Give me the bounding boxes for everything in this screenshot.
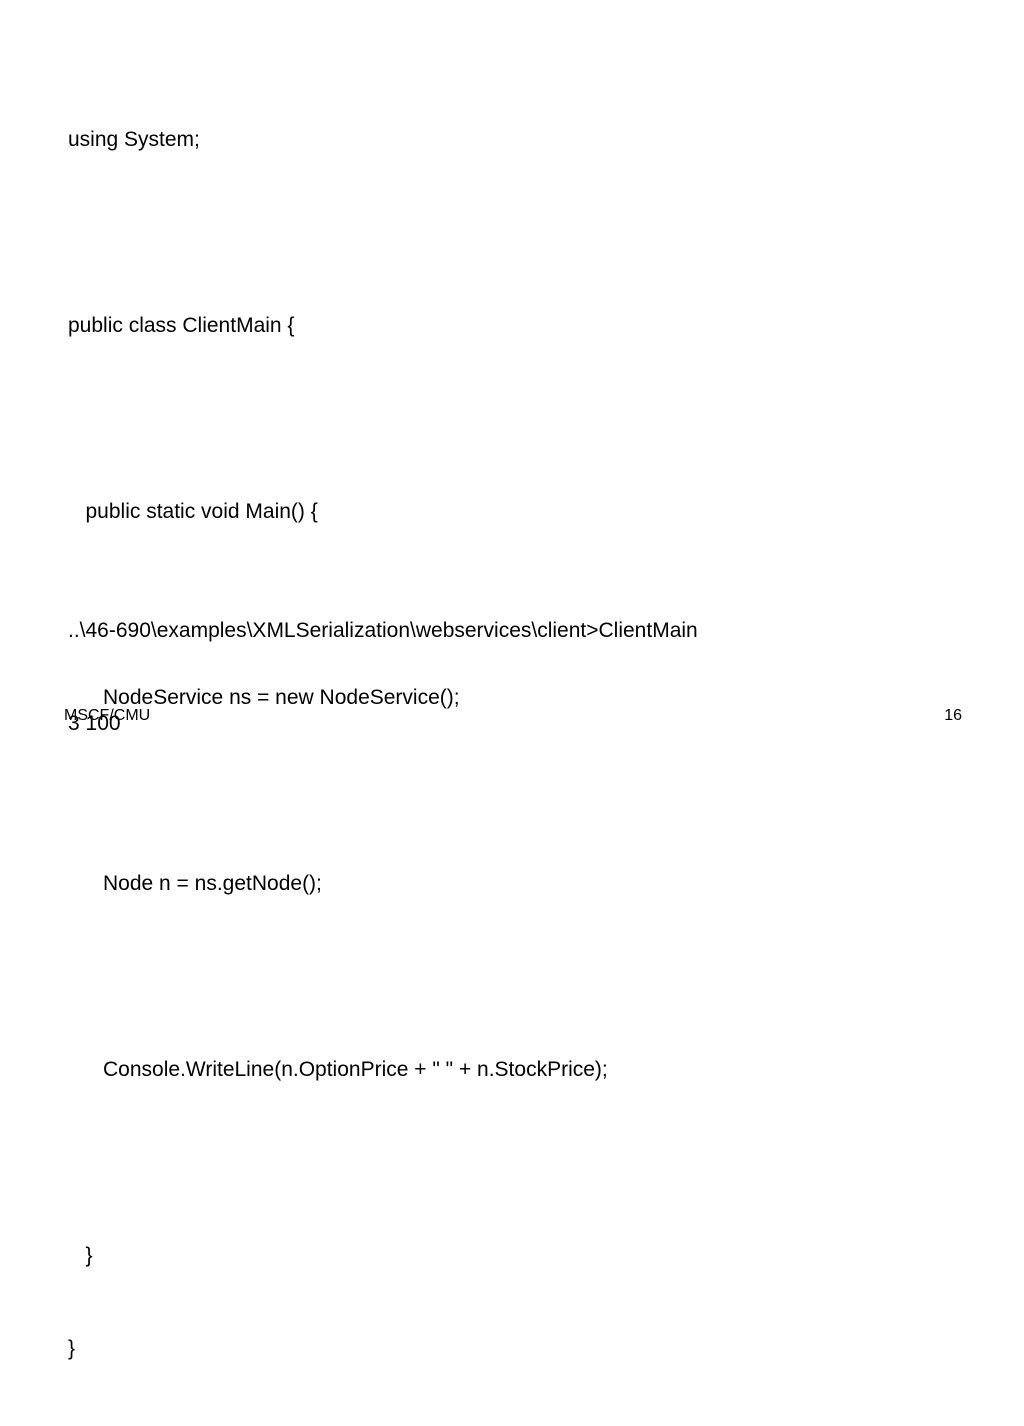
console-output: ..\46-690\examples\XMLSerialization\webs… (68, 553, 698, 801)
console-command-line: ..\46-690\examples\XMLSerialization\webs… (68, 619, 698, 642)
console-result-line: 3 100 (68, 712, 121, 735)
code-line: Node n = ns.getNode(); (68, 872, 322, 895)
code-line (68, 403, 608, 434)
code-line: using System; (68, 128, 200, 151)
footer-label: MSCF/CMU (64, 707, 151, 724)
code-line (68, 961, 608, 992)
code-line (68, 1147, 608, 1178)
code-line: Console.WriteLine(n.OptionPrice + " " + … (68, 1058, 608, 1081)
code-line: } (68, 1244, 93, 1267)
slide-number: 16 (944, 707, 962, 724)
code-line: public static void Main() { (68, 500, 318, 523)
code-line (68, 217, 608, 248)
code-line: } (68, 1337, 76, 1360)
slide: using System; public class ClientMain { … (64, 128, 962, 1360)
code-line: public class ClientMain { (68, 314, 295, 337)
code-line: NodeService ns = new NodeService(); (68, 686, 460, 709)
